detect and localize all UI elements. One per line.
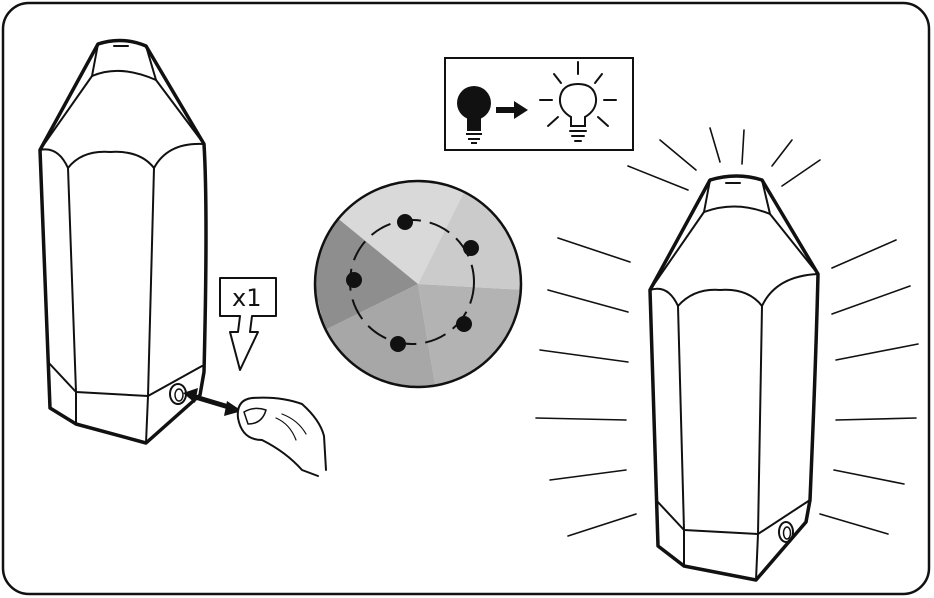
light-rays [535, 127, 919, 537]
press-count-label: x1 [232, 284, 261, 312]
power-button-icon[interactable] [778, 521, 794, 543]
led-dot [456, 316, 472, 332]
right-arrow-icon [496, 101, 528, 119]
led-dot [397, 214, 413, 230]
led-dot [463, 240, 479, 256]
led-dot [346, 272, 362, 288]
led-dot [390, 336, 406, 352]
lamp-right-lit [648, 174, 820, 582]
press-count-callout: x1 [219, 277, 277, 371]
lightbulb-off-icon [457, 86, 491, 144]
lamp-left [38, 38, 208, 445]
disc-segment [315, 212, 418, 330]
led-top-disc [313, 179, 523, 389]
light-toggle-legend [444, 57, 634, 151]
pressing-finger-icon [236, 396, 327, 477]
lightbulb-on-icon [539, 61, 617, 142]
